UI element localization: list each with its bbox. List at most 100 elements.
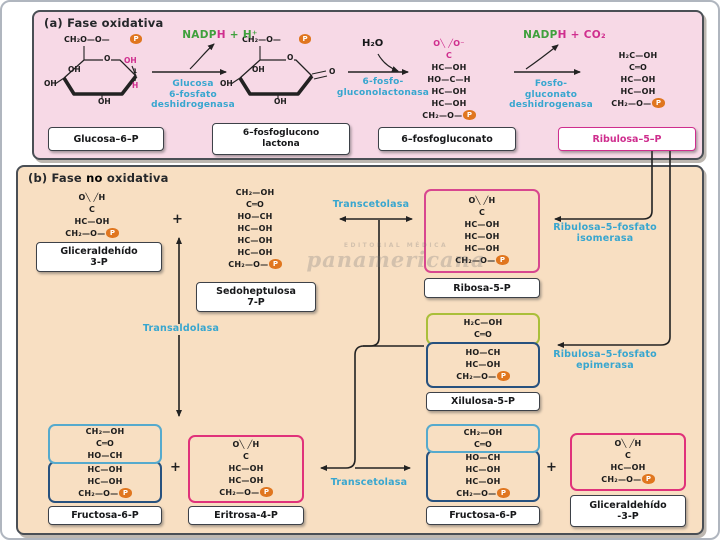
text-line: Ribulosa–5–fosfato [553, 222, 657, 233]
text-line: O╲ ╱H [232, 440, 260, 449]
text-line: HC—OH [237, 236, 273, 245]
keto-oxygen-label: O [329, 67, 336, 76]
text-line: O╲ ╱O⁻ [433, 39, 465, 48]
oh-label: OH [252, 65, 265, 74]
watermark-large-text: panamericana [306, 247, 486, 272]
text-line: H₂C—OH [463, 318, 503, 327]
publisher-watermark: EDITORIAL MÉDICA panamericana [278, 242, 514, 272]
h-text: H [216, 29, 226, 41]
phosphate-icon: P [497, 371, 510, 381]
text-line: isomerasa [576, 232, 634, 244]
text-line: HC—OH [464, 244, 500, 253]
phosphate-icon: P [119, 488, 132, 498]
text-line: Gliceraldehído [60, 246, 138, 257]
ring-oxygen-label: O [103, 54, 112, 63]
text-line: CH₂—OH [463, 427, 503, 437]
text-line: C [478, 208, 486, 217]
text-line: O╲ ╱H [78, 193, 106, 202]
text-line: C [242, 452, 250, 461]
text-line: HC—OH [87, 477, 123, 486]
text-line: CH₂—O—P [50, 488, 160, 500]
compound-box-ribulosa-5-p: Ribulosa–5–P [558, 127, 696, 151]
text-line: HO—CH [87, 451, 123, 460]
text-line: CH₂—O—P [404, 110, 494, 122]
carbon-1-label: 1 [133, 68, 138, 75]
title-no: no [86, 171, 103, 185]
text-line: Fosfo- [534, 79, 568, 89]
structure-fructosa-left-bottom: HC—OH HC—OH CH₂—O—P [50, 464, 160, 500]
title-suffix: oxidativa [102, 171, 169, 185]
text-line: CH₂—O—P [48, 228, 136, 240]
text-line: 6-fosfato [169, 89, 217, 100]
text-line: 3-P [90, 257, 108, 268]
text-line: Sedoheptulosa [216, 286, 296, 297]
plus-h-text: + H⁺ [225, 29, 258, 41]
text-line: H₂C—OH [618, 51, 658, 60]
text-line: CH₂—O—P [190, 487, 302, 499]
oh-label: OH [274, 97, 287, 106]
text-line: O╲ ╱H [468, 196, 496, 205]
text-line: HC—OH [465, 465, 501, 474]
text-line: CH₂—OH [235, 188, 275, 197]
enzyme-6-fosfogluconolactonasa: 6-fosfo-gluconolactonasa [332, 77, 434, 98]
phosphate-icon: P [299, 34, 312, 44]
compound-box-6-fosfogluconato: 6–fosfogluconato [378, 127, 516, 151]
nadph-co2-label: NADPH + CO₂ [507, 29, 622, 41]
anomeric-h-label: H [132, 81, 139, 90]
nadp-text: NADP [182, 29, 217, 41]
text-line: CH₂—O—P [428, 371, 538, 383]
oh-label: OH [68, 65, 81, 74]
carboxylate-group: O╲ ╱O⁻ C [404, 38, 494, 62]
text-line: HC—OH [620, 87, 656, 96]
text-line: C [445, 51, 453, 60]
text-line: gluconato [524, 89, 578, 100]
text-line: HC—OH [610, 463, 646, 472]
text-line: lactona [262, 139, 300, 149]
text-line: C═O [628, 63, 648, 72]
compound-box-ribosa-5-p: Ribosa-5-P [424, 278, 540, 298]
structure-box-xilulosa-top: H₂C—OH C═O [426, 313, 540, 345]
text-line: HO—CH [237, 212, 273, 221]
text-line: HC—OH [431, 63, 467, 72]
text-line: HC—OH [237, 224, 273, 233]
panel-a-title: (a) Fase oxidativa [44, 16, 164, 30]
watermark-small-text: EDITORIAL MÉDICA [343, 242, 449, 249]
oh-label: OH [220, 79, 233, 88]
h2o-label: H₂O [362, 38, 384, 49]
text-line: HC—OH [431, 87, 467, 96]
anomeric-oh-label: OH [124, 56, 137, 65]
text-line: C═O [473, 330, 493, 339]
text-line: CH₂—O—P [594, 98, 682, 110]
text-line: CH₂—O—P [428, 488, 538, 500]
text-line: 6–fosfoglucono [242, 128, 320, 138]
text-line: HC—OH [620, 75, 656, 84]
phosphate-icon: P [269, 259, 282, 269]
text-line: gluconolactonasa [336, 87, 430, 98]
text-line: HC—OH [228, 476, 264, 485]
ring-oxygen-label: O [286, 53, 295, 62]
text-line: epimerasa [576, 359, 634, 371]
text-line: HC—OH [228, 464, 264, 473]
lactone-chain-label: CH₂—O— [242, 35, 281, 44]
text-line: HC—OH [87, 465, 123, 474]
text-line: HO—C—H [427, 75, 471, 84]
phosphate-icon: P [463, 110, 476, 120]
phosphate-icon: P [652, 98, 665, 108]
phosphate-icon: P [260, 487, 273, 497]
